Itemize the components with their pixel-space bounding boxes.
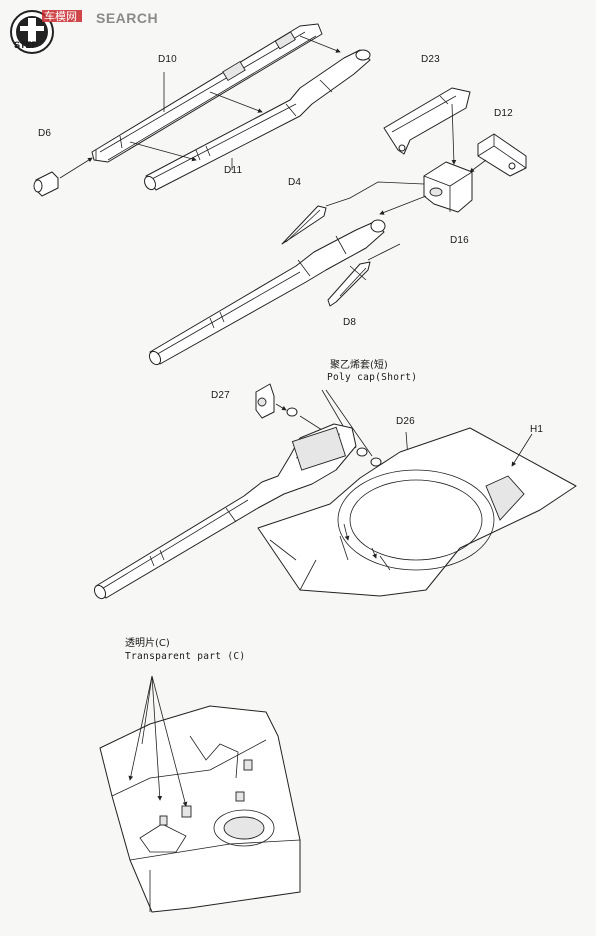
part-d4: [281, 205, 327, 245]
label-d26: D26: [396, 416, 415, 427]
note-transparent-cn: 透明片(C): [125, 638, 170, 649]
note-poly-cap-en: Poly cap(Short): [327, 372, 418, 383]
label-d10: D10: [158, 54, 177, 65]
note-poly-cap-cn: 聚乙烯套(短): [330, 360, 388, 371]
part-d16: [423, 161, 473, 213]
part-d12: [477, 133, 527, 177]
step-label: STEP: [14, 40, 38, 50]
part-barrel-middle: [148, 219, 386, 366]
label-d6: D6: [38, 128, 52, 139]
part-turret-interior: [99, 705, 301, 913]
part-d10: [91, 23, 323, 163]
watermark-logo-text: 车模网: [44, 9, 77, 23]
watermark-search-text: SEARCH: [96, 10, 159, 26]
label-d12: D12: [494, 108, 513, 119]
watermark-logo: 车模网 SEARCH: [8, 4, 208, 62]
part-d11: [143, 49, 371, 191]
label-d23: D23: [421, 54, 440, 65]
label-h1: H1: [530, 424, 544, 435]
note-transparent-en: Transparent part (C): [125, 651, 246, 662]
part-barrel-lower: [93, 423, 357, 600]
part-h1: [257, 427, 577, 597]
label-d27: D27: [211, 390, 230, 401]
label-d11: D11: [224, 165, 243, 176]
watermark-badge-icon: 车模网: [10, 9, 82, 54]
part-d6: [33, 171, 59, 197]
label-d16: D16: [450, 235, 469, 246]
label-d4: D4: [288, 177, 302, 188]
part-d23: [383, 87, 471, 155]
part-d8: [327, 261, 371, 307]
part-d27: [255, 383, 275, 419]
poly-caps: [286, 407, 382, 467]
label-d8: D8: [343, 317, 357, 328]
